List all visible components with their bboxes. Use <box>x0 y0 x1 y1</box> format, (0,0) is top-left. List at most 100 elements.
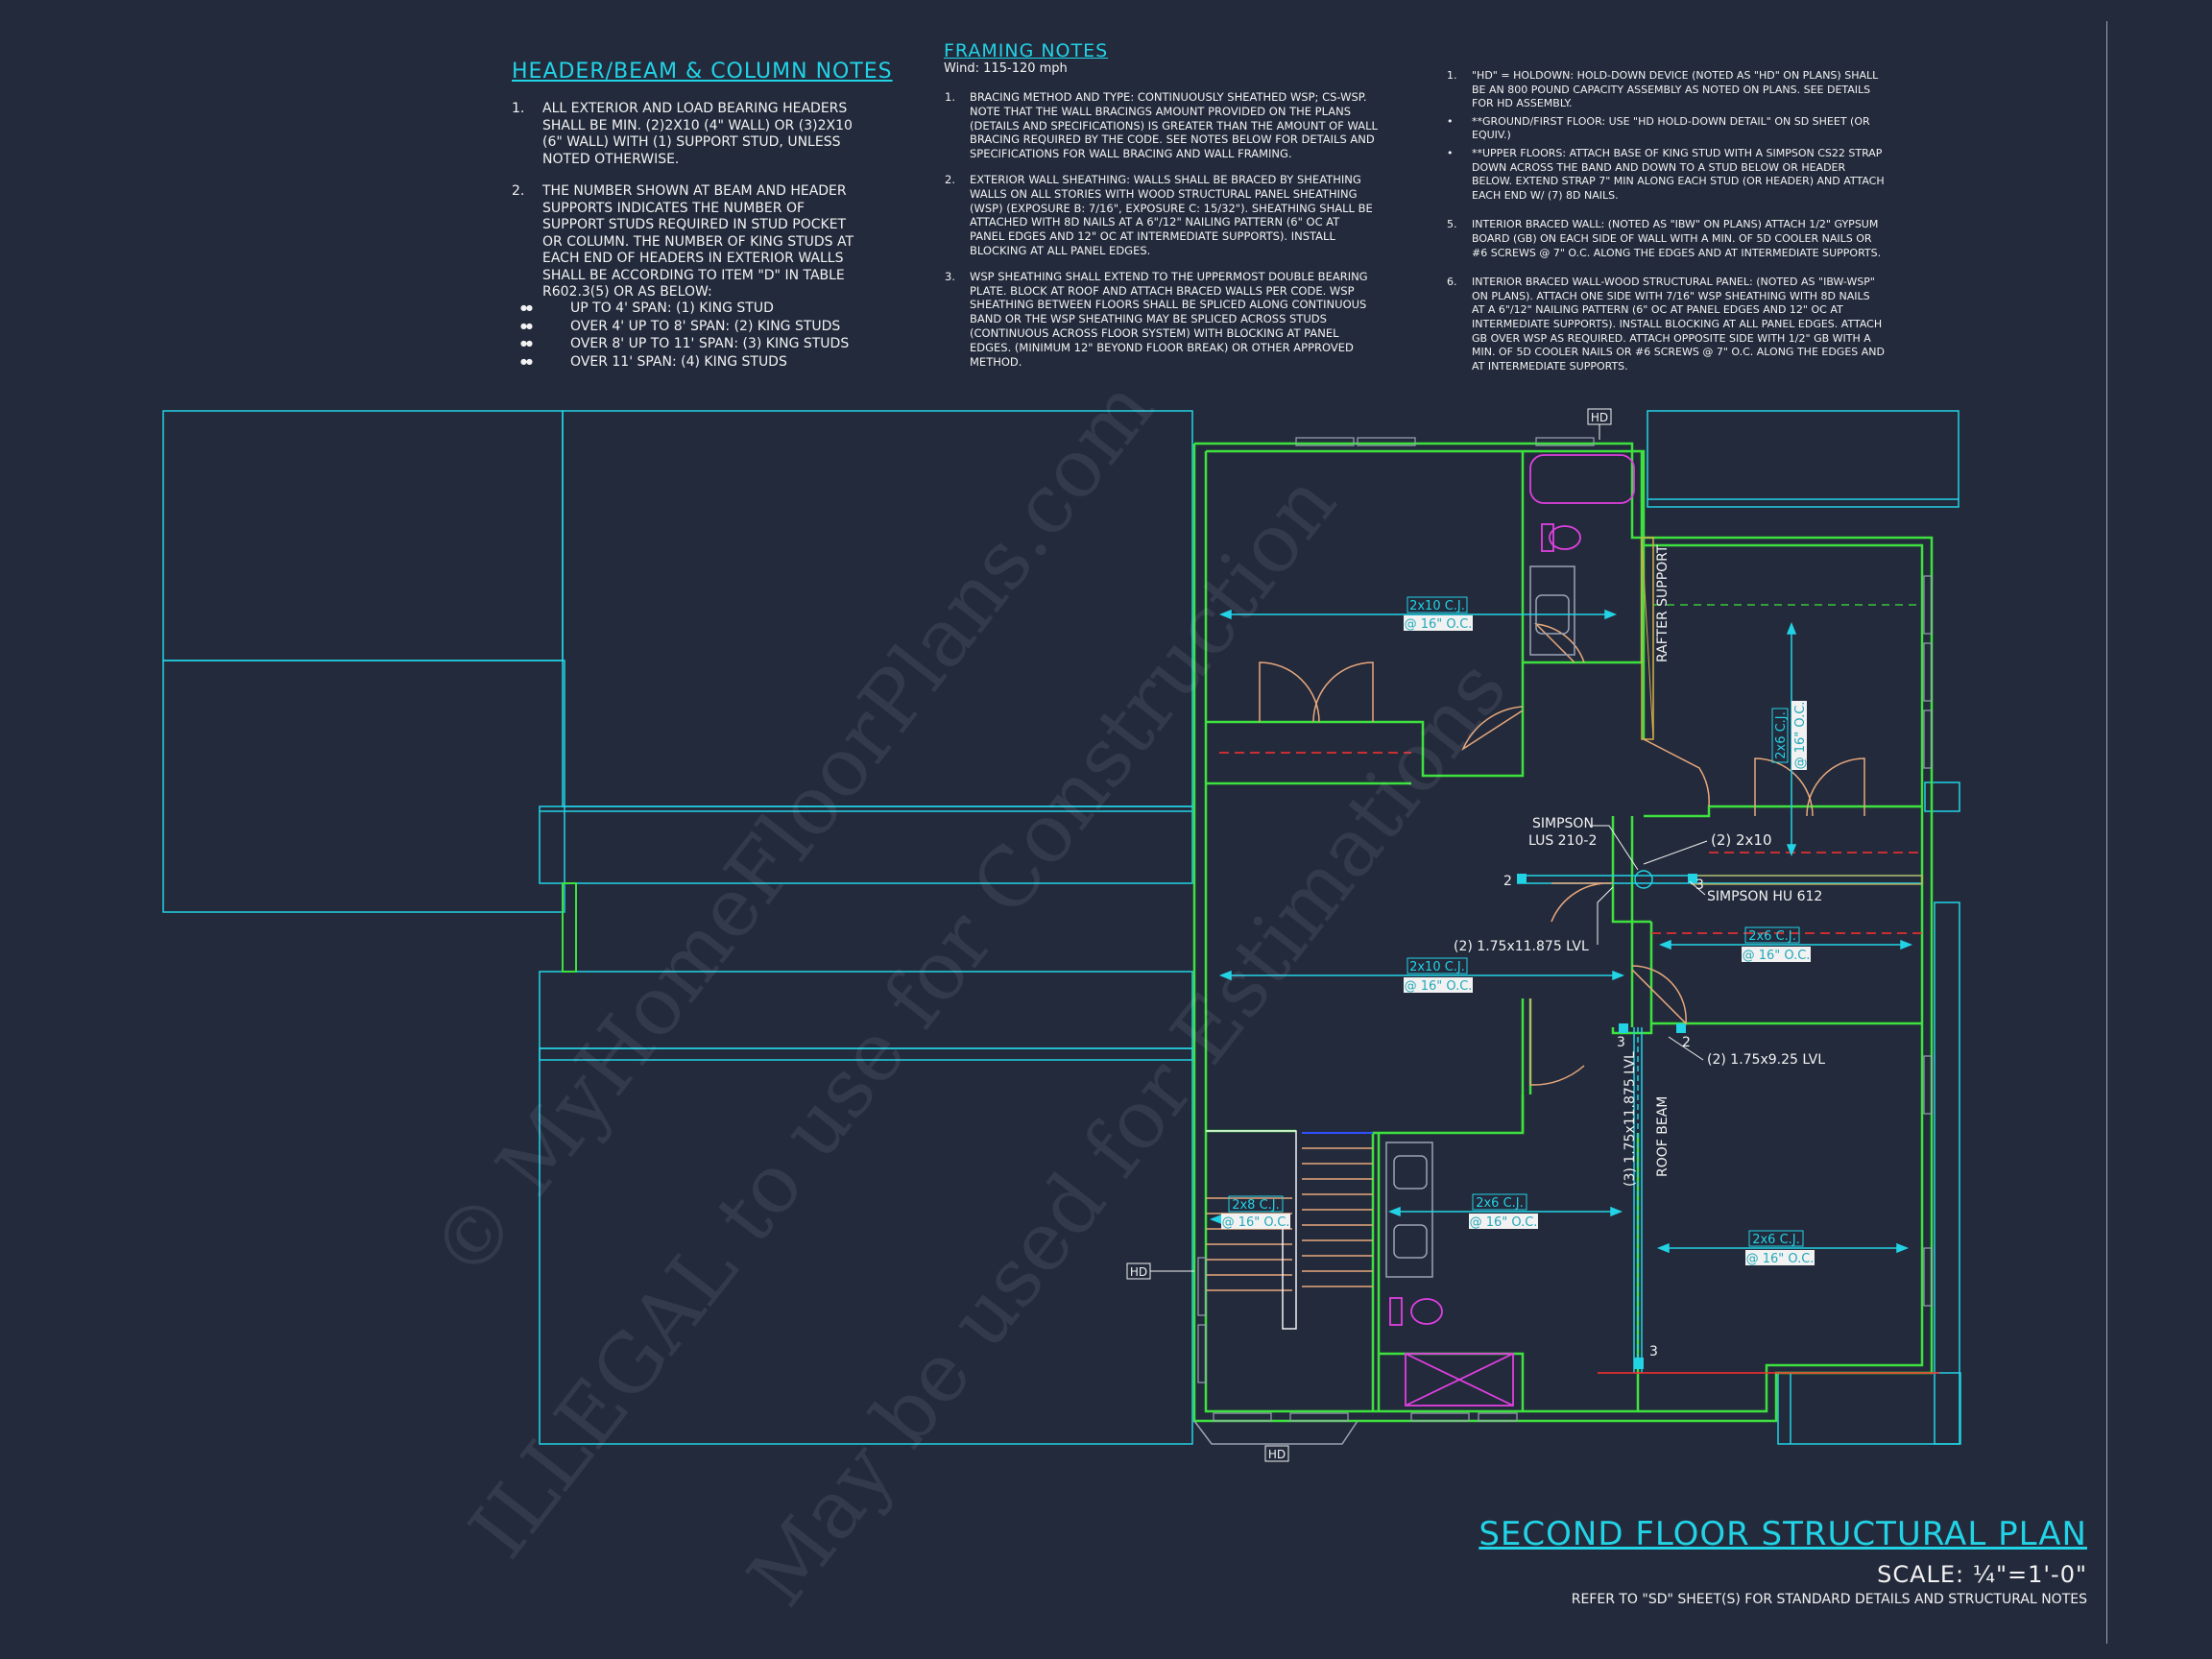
toilet-bowl <box>1549 525 1581 550</box>
joist-size-label: 2x6 C.J. <box>1476 1196 1524 1211</box>
framing-note-1: 1.BRACING METHOD AND TYPE: CONTINUOUSLY … <box>945 90 1378 161</box>
joist-size-label: 2x10 C.J. <box>1409 960 1465 974</box>
hall-door <box>1643 738 1710 807</box>
holdown-notes-list: 1."HD" = HOLDOWN: HOLD-DOWN DEVICE (NOTE… <box>1447 69 1885 373</box>
window <box>1923 575 1933 635</box>
window <box>1410 1412 1470 1422</box>
shower-x <box>1405 1353 1514 1407</box>
beam-2x10 <box>1517 875 1922 884</box>
joist-spacing-label: @ 16" O.C. <box>1470 1215 1538 1230</box>
label-box <box>1771 708 1789 763</box>
stud-count: 2 <box>1682 1035 1691 1050</box>
bath-wall <box>1521 451 1644 664</box>
hd-label: HD <box>1130 1265 1147 1279</box>
arrow-head <box>1658 939 1671 950</box>
rafter-support-label: RAFTER SUPPORT <box>1655 544 1671 662</box>
exterior-wall-inner <box>1204 449 1924 1413</box>
closet-door <box>1551 882 1614 923</box>
joist-spacing-label: @ 16" O.C. <box>1405 979 1473 994</box>
roof-outline-band-1 <box>539 805 1193 884</box>
bay-window <box>1193 1420 1358 1445</box>
stud-count: 3 <box>1695 878 1704 893</box>
sink <box>1393 1224 1428 1259</box>
label-box <box>1404 615 1473 631</box>
interior-wall <box>1379 1352 1525 1411</box>
callout-leader <box>1592 825 1639 871</box>
doors <box>1259 623 1865 1086</box>
bullet-item: OVER 4' UP TO 8' SPAN: (2) KING STUDS <box>520 318 904 336</box>
arrow-head <box>1218 970 1232 981</box>
vanity <box>1529 565 1575 656</box>
callout-leader <box>1597 886 1614 945</box>
interior-wall <box>1206 710 1525 778</box>
roof-outlines <box>162 410 1961 1445</box>
label-box <box>1407 957 1468 974</box>
column-marker <box>1688 874 1697 883</box>
arrow-head <box>1896 1242 1910 1254</box>
window <box>1923 1247 1933 1307</box>
hd-box <box>1264 1445 1289 1462</box>
window <box>1923 1055 1933 1115</box>
framing-note-2: 2.EXTERIOR WALL SHEATHING: WALLS SHALL B… <box>945 172 1373 257</box>
holdown-note-ground: •**GROUND/FIRST FLOOR: USE "HD HOLD-DOWN… <box>1447 114 1870 142</box>
joist-labels: 2x10 C.J. @ 16" O.C. 2x10 C.J. @ 16" O.C… <box>1221 596 1815 1266</box>
interior-wall <box>1611 1023 1653 1035</box>
bathtub <box>1529 454 1635 504</box>
arrow-head <box>1387 1206 1401 1217</box>
column-marker <box>1619 1023 1628 1033</box>
joist-spacing-label: @ 16" O.C. <box>1793 702 1808 770</box>
joist-spacing-label: @ 16" O.C. <box>1743 949 1811 963</box>
callout-leader <box>1668 1036 1704 1061</box>
hd-markers: HD HD HD <box>1126 408 1612 1462</box>
window <box>1357 437 1416 446</box>
arrow-head <box>1612 970 1625 981</box>
structural-callouts: SIMPSON LUS 210-2 (2) 2x10 SIMPSON HU 61… <box>1454 544 1825 1359</box>
label-box <box>1221 1214 1290 1229</box>
simpson-lus-label: LUS 210-2 <box>1528 833 1597 849</box>
roof-outline-upper-left <box>162 410 564 661</box>
joist-size-label: 2x6 C.J. <box>1774 711 1789 759</box>
window <box>1295 437 1355 446</box>
window <box>1197 1324 1207 1383</box>
simpson-hu-label: SIMPSON HU 612 <box>1707 889 1822 904</box>
beam-connection <box>1634 870 1653 889</box>
vanity <box>1385 1142 1433 1278</box>
roof-post <box>562 882 577 973</box>
header-notes-list: 1.ALL EXTERIOR AND LOAD BEARING HEADERS … <box>512 101 869 301</box>
joist-size-label: 2x10 C.J. <box>1409 599 1465 613</box>
vertical-joist-label: 2x6 C.J. @ 16" O.C. <box>1771 701 1808 770</box>
header-note-1: 1.ALL EXTERIOR AND LOAD BEARING HEADERS … <box>512 101 853 167</box>
ibw-wsp-note: 6.INTERIOR BRACED WALL-WOOD STRUCTURAL P… <box>1447 276 1885 373</box>
stair-rail <box>1206 1130 1297 1330</box>
toilet-tank <box>1541 523 1554 552</box>
king-stud-bullets: UP TO 4' SPAN: (1) KING STUD OVER 4' UP … <box>520 300 904 371</box>
label-box <box>1407 596 1468 613</box>
joist-spacing-label: @ 16" O.C. <box>1222 1215 1290 1230</box>
closet-door <box>1806 757 1865 817</box>
label-box <box>1742 947 1811 962</box>
lvl-11875-label: (2) 1.75x11.875 LVL <box>1454 939 1589 954</box>
joist-size-label: 2x6 C.J. <box>1748 929 1796 944</box>
column-marker <box>1676 1023 1686 1033</box>
window <box>1197 1257 1207 1316</box>
stud-count: 2 <box>1503 874 1512 889</box>
stud-count: 3 <box>1649 1344 1658 1359</box>
interior-wall <box>1644 805 1922 818</box>
simpson-lus-label: SIMPSON <box>1532 816 1594 831</box>
framing-notes-title: FRAMING NOTES <box>944 40 1109 61</box>
sheet-scale: SCALE: ¼"=1'-0" <box>1877 1561 2087 1588</box>
sink <box>1393 1155 1428 1190</box>
joist-size-label: 2x8 C.J. <box>1232 1198 1280 1213</box>
holdown-note-1: 1."HD" = HOLDOWN: HOLD-DOWN DEVICE (NOTE… <box>1447 69 1879 110</box>
roof-beam-label: ROOF BEAM <box>1655 1096 1671 1177</box>
label-box <box>1745 1250 1815 1265</box>
joist-label-rotated: 2x6 C.J. <box>1771 708 1789 763</box>
stud-count: 3 <box>1617 1035 1625 1050</box>
sheet-border <box>2106 21 2107 1644</box>
callout-leader <box>1643 840 1708 865</box>
label-box <box>1791 701 1807 770</box>
windows <box>1197 437 1933 1422</box>
bath-door <box>1533 623 1585 663</box>
roof-outline-right-top <box>1647 410 1960 508</box>
bedroom-door <box>1631 965 1687 1025</box>
